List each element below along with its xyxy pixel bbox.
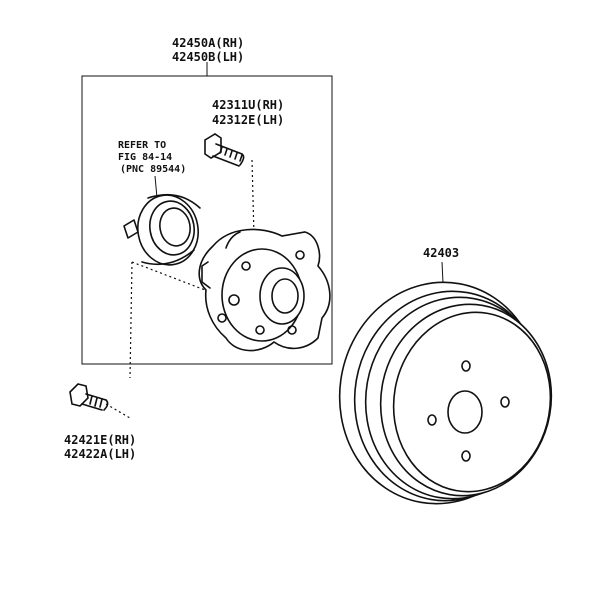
- refer-to-label: REFER TO: [118, 140, 166, 151]
- hub-flange-part: [198, 228, 331, 352]
- hub-bolt-dashed-line: [251, 159, 255, 237]
- mount-bolt-dashed-line: [105, 403, 131, 419]
- mount-bolt-part: [69, 383, 109, 411]
- refer-pnc-label: (PNC 89544): [120, 164, 186, 175]
- refer-fig-label: FIG 84-14: [118, 152, 172, 163]
- hub-bolt-lh-label: 42312E(LH): [212, 113, 284, 127]
- brake-drum-label: 42403: [423, 246, 459, 260]
- hub-bolt-part: [204, 133, 245, 167]
- hub-bolt-rh-label: 42311U(RH): [212, 98, 284, 112]
- mount-bolt-rh-label: 42421E(RH): [64, 433, 136, 447]
- hub-assembly-rh-label: 42450A(RH): [172, 36, 244, 50]
- brake-drum-leader: [441, 261, 444, 284]
- hub-assembly-lh-label: 42450B(LH): [172, 50, 244, 64]
- bearing-ring-part: [123, 193, 201, 266]
- mount-bolt-lh-label: 42422A(LH): [64, 447, 136, 461]
- brake-drum-part: [338, 281, 553, 505]
- refer-leader: [154, 175, 158, 199]
- mount-bolt-dashed-guide: [129, 261, 206, 379]
